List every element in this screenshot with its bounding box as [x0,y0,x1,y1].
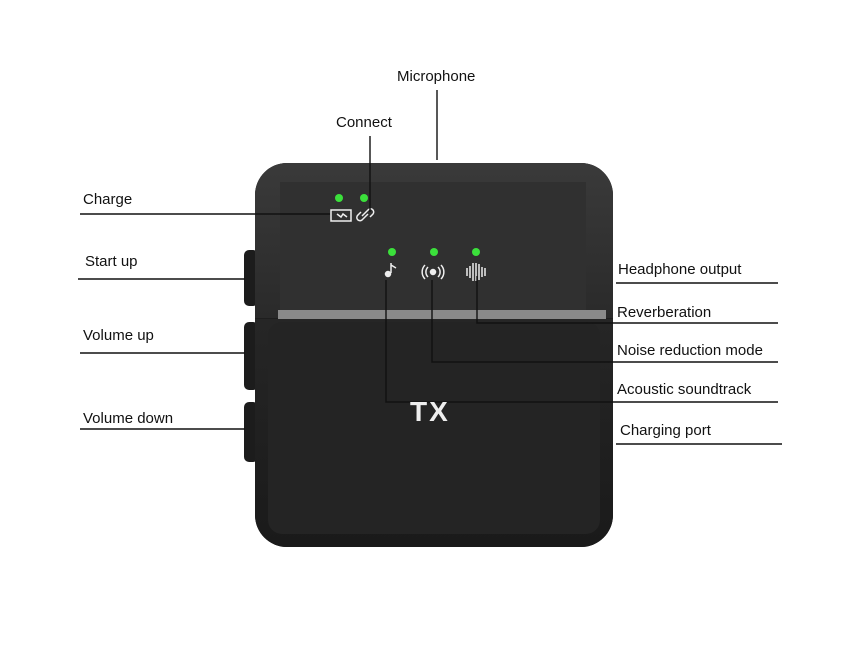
label-microphone: Microphone [397,68,476,85]
volume-down-button [244,402,258,462]
label-noise-reduction-mode: Noise reduction mode [617,342,763,359]
led-indicators [335,194,480,256]
link-icon [356,208,375,222]
volume-up-button [244,322,258,390]
charge-led [335,194,343,202]
acoustic-led [388,248,396,256]
start-up-button [244,250,258,306]
noise-led [430,248,438,256]
connect-led [360,194,368,202]
device-model-label: TX [410,396,450,427]
label-charging-port: Charging port [620,422,711,439]
label-headphone-output: Headphone output [618,261,742,278]
reverb-led [472,248,480,256]
label-acoustic-soundtrack: Acoustic soundtrack [617,381,752,398]
label-volume-up: Volume up [83,327,154,344]
label-start-up: Start up [85,253,138,270]
soundwave-icon [466,263,486,281]
leader-lines [78,90,782,445]
device-body [255,163,613,547]
battery-icon [330,209,352,222]
music-note-icon [384,263,397,278]
label-volume-down: Volume down [83,410,174,427]
label-reverberation: Reverberation [617,304,712,321]
label-charge: Charge [83,191,133,208]
broadcast-icon [421,264,445,280]
label-connect: Connect [336,114,392,131]
